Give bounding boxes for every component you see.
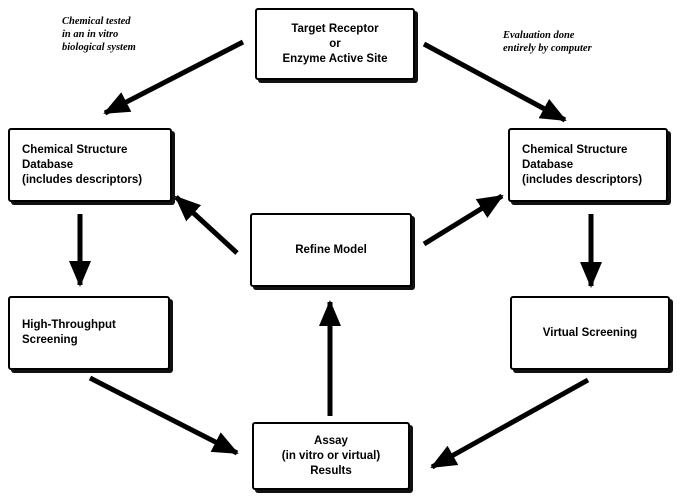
node-label-line: Chemical Structure bbox=[522, 143, 628, 156]
annotation-line: in an in vitro bbox=[62, 29, 119, 40]
node-target-receptor: Target Receptor or Enzyme Active Site bbox=[255, 8, 415, 80]
node-label-line: Database bbox=[522, 158, 574, 171]
node-label-line: Virtual Screening bbox=[542, 326, 638, 339]
node-label-line: Target Receptor bbox=[291, 22, 379, 35]
arrow-target-to-db-left bbox=[103, 39, 245, 116]
node-label-line: Assay bbox=[314, 434, 348, 447]
node-database-left: Chemical Structure Database (includes de… bbox=[8, 128, 172, 202]
arrow-virtual-to-assay bbox=[430, 377, 590, 470]
node-label-line: (in vitro or virtual) bbox=[281, 449, 381, 462]
node-database-right: Chemical Structure Database (includes de… bbox=[508, 128, 668, 202]
annotation-in-vitro: Chemical tested in an in vitro biologica… bbox=[62, 15, 136, 54]
node-label-line: Enzyme Active Site bbox=[282, 52, 388, 65]
node-label-line: (includes descriptors) bbox=[22, 173, 143, 186]
node-refine-model: Refine Model bbox=[250, 213, 412, 287]
node-assay-results: Assay (in vitro or virtual) Results bbox=[252, 422, 410, 490]
annotation-line: Chemical tested bbox=[62, 16, 131, 27]
annotation-line: Evaluation done bbox=[503, 30, 575, 41]
node-label-line: or bbox=[329, 37, 341, 50]
arrow-hts-to-assay bbox=[88, 375, 239, 456]
node-virtual-screening: Virtual Screening bbox=[510, 296, 670, 370]
arrow-refine-to-db-right bbox=[422, 193, 504, 247]
node-label-line: Refine Model bbox=[295, 243, 367, 256]
node-label-line: Screening bbox=[22, 334, 78, 346]
annotation-line: biological system bbox=[62, 42, 136, 53]
node-high-throughput-screening: High-Throughput Screening bbox=[8, 296, 170, 370]
annotation-computer: Evaluation done entirely by computer bbox=[503, 29, 592, 55]
node-label-line: Database bbox=[22, 158, 74, 171]
node-label-line: (includes descriptors) bbox=[522, 173, 643, 186]
arrow-target-to-db-right bbox=[422, 41, 567, 123]
node-label-line: Results bbox=[310, 464, 352, 477]
arrow-refine-to-db-left bbox=[174, 195, 239, 255]
node-label-line: Chemical Structure bbox=[22, 143, 128, 156]
node-label-line: High-Throughput bbox=[22, 319, 116, 331]
annotation-line: entirely by computer bbox=[503, 43, 592, 54]
